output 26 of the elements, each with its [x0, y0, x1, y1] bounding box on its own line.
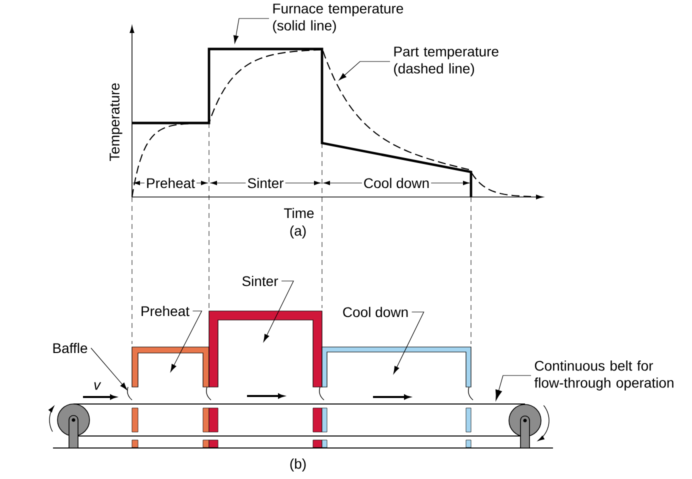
leader-line — [496, 375, 532, 401]
figure-label: (a) — [290, 225, 306, 239]
callout-label: Furnace temperature (solid line) — [273, 4, 404, 34]
conveyor-belt — [48, 404, 554, 448]
furnace-chamber — [322, 346, 472, 388]
furnace-chamber — [132, 346, 210, 388]
callout-label: Cool down — [343, 306, 408, 318]
leader-line — [338, 61, 390, 80]
baffle — [127, 386, 132, 400]
phase-label: Preheat — [144, 176, 197, 190]
callout-label: Continuous belt for flow-through operation — [534, 360, 674, 391]
callout-label: Preheat — [142, 306, 190, 316]
callout-label: Sinter — [242, 276, 278, 286]
axis-label: Time — [284, 208, 314, 218]
axis-label: Temperature — [110, 83, 122, 161]
callout-label: Part temperature (dashed line) — [394, 46, 498, 76]
leader-line — [90, 348, 128, 390]
leader-line — [170, 310, 202, 372]
leader-line — [263, 280, 294, 342]
leader-line — [233, 18, 270, 44]
phase-label: Cool down — [362, 176, 432, 190]
furnace-chamber — [208, 310, 322, 388]
phase-label: Sinter — [246, 176, 286, 190]
symbol-label: v — [94, 382, 102, 390]
callout-label: Baffle — [53, 342, 88, 354]
leader-line — [393, 312, 424, 374]
